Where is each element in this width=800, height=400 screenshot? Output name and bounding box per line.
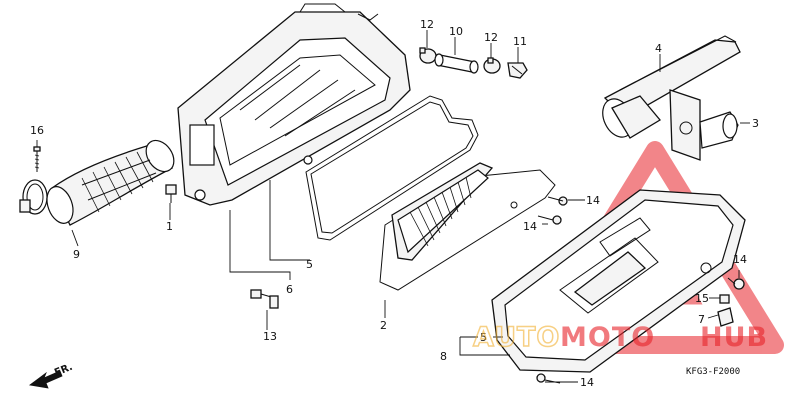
front-direction-label: FR. (53, 362, 74, 379)
callout-12-left: 12 (420, 18, 434, 31)
callout-6: 6 (286, 283, 293, 296)
callout-14-right: 14 (733, 253, 747, 266)
watermark-part1: AUTO (473, 322, 560, 353)
callout-numbers: 16 9 1 12 10 12 11 4 3 5 6 2 14 14 14 15… (30, 18, 759, 389)
watermark-part3: HUB (700, 322, 768, 353)
bolt-13 (250, 289, 279, 309)
band-clamp (19, 179, 48, 215)
bolt-1 (165, 184, 177, 203)
callout-10: 10 (449, 25, 463, 38)
screw-14-upper (547, 196, 568, 206)
snorkel-4 (602, 35, 741, 139)
callout-1: 1 (166, 220, 173, 233)
callout-5-lower: 5 (480, 331, 487, 344)
callout-4: 4 (655, 42, 662, 55)
callout-5-upper: 5 (306, 258, 313, 271)
leader-lines (36, 30, 750, 383)
callout-2: 2 (380, 319, 387, 332)
air-cleaner-cover (491, 189, 746, 373)
intake-duct-3 (669, 89, 739, 161)
callout-11: 11 (513, 35, 527, 48)
watermark-text: AUTO MOTO HUB (472, 321, 768, 354)
screw-14-lower (536, 373, 561, 384)
plug-7 (717, 307, 734, 327)
callout-8: 8 (440, 350, 447, 363)
intake-tube-9 (46, 139, 175, 226)
callout-3: 3 (752, 117, 759, 130)
callout-14-middle: 14 (523, 220, 537, 233)
callout-14-upper: 14 (586, 194, 600, 207)
screw-16 (33, 146, 41, 172)
clip-15 (719, 294, 730, 304)
diagram-code: KFG3-F2000 (686, 367, 740, 377)
callout-9: 9 (73, 248, 80, 261)
air-cleaner-case (177, 3, 411, 206)
screw-14-middle (537, 215, 562, 225)
gasket-5 (305, 95, 479, 241)
callout-16: 16 (30, 124, 44, 137)
front-direction-arrow: FR. (29, 362, 74, 389)
callout-14-lower: 14 (580, 376, 594, 389)
clamp-12-right (483, 57, 501, 74)
clamp-12-left (419, 47, 437, 64)
callout-13: 13 (263, 330, 277, 343)
callout-15: 15 (695, 292, 709, 305)
callout-7: 7 (698, 313, 705, 326)
callout-12-right: 12 (484, 31, 498, 44)
screw-14-right (727, 277, 745, 290)
watermark-part2: MOTO (560, 322, 655, 353)
air-cleaner-element-2 (379, 162, 556, 291)
drain-plug-11 (507, 62, 528, 79)
drain-tube-10 (434, 53, 479, 74)
